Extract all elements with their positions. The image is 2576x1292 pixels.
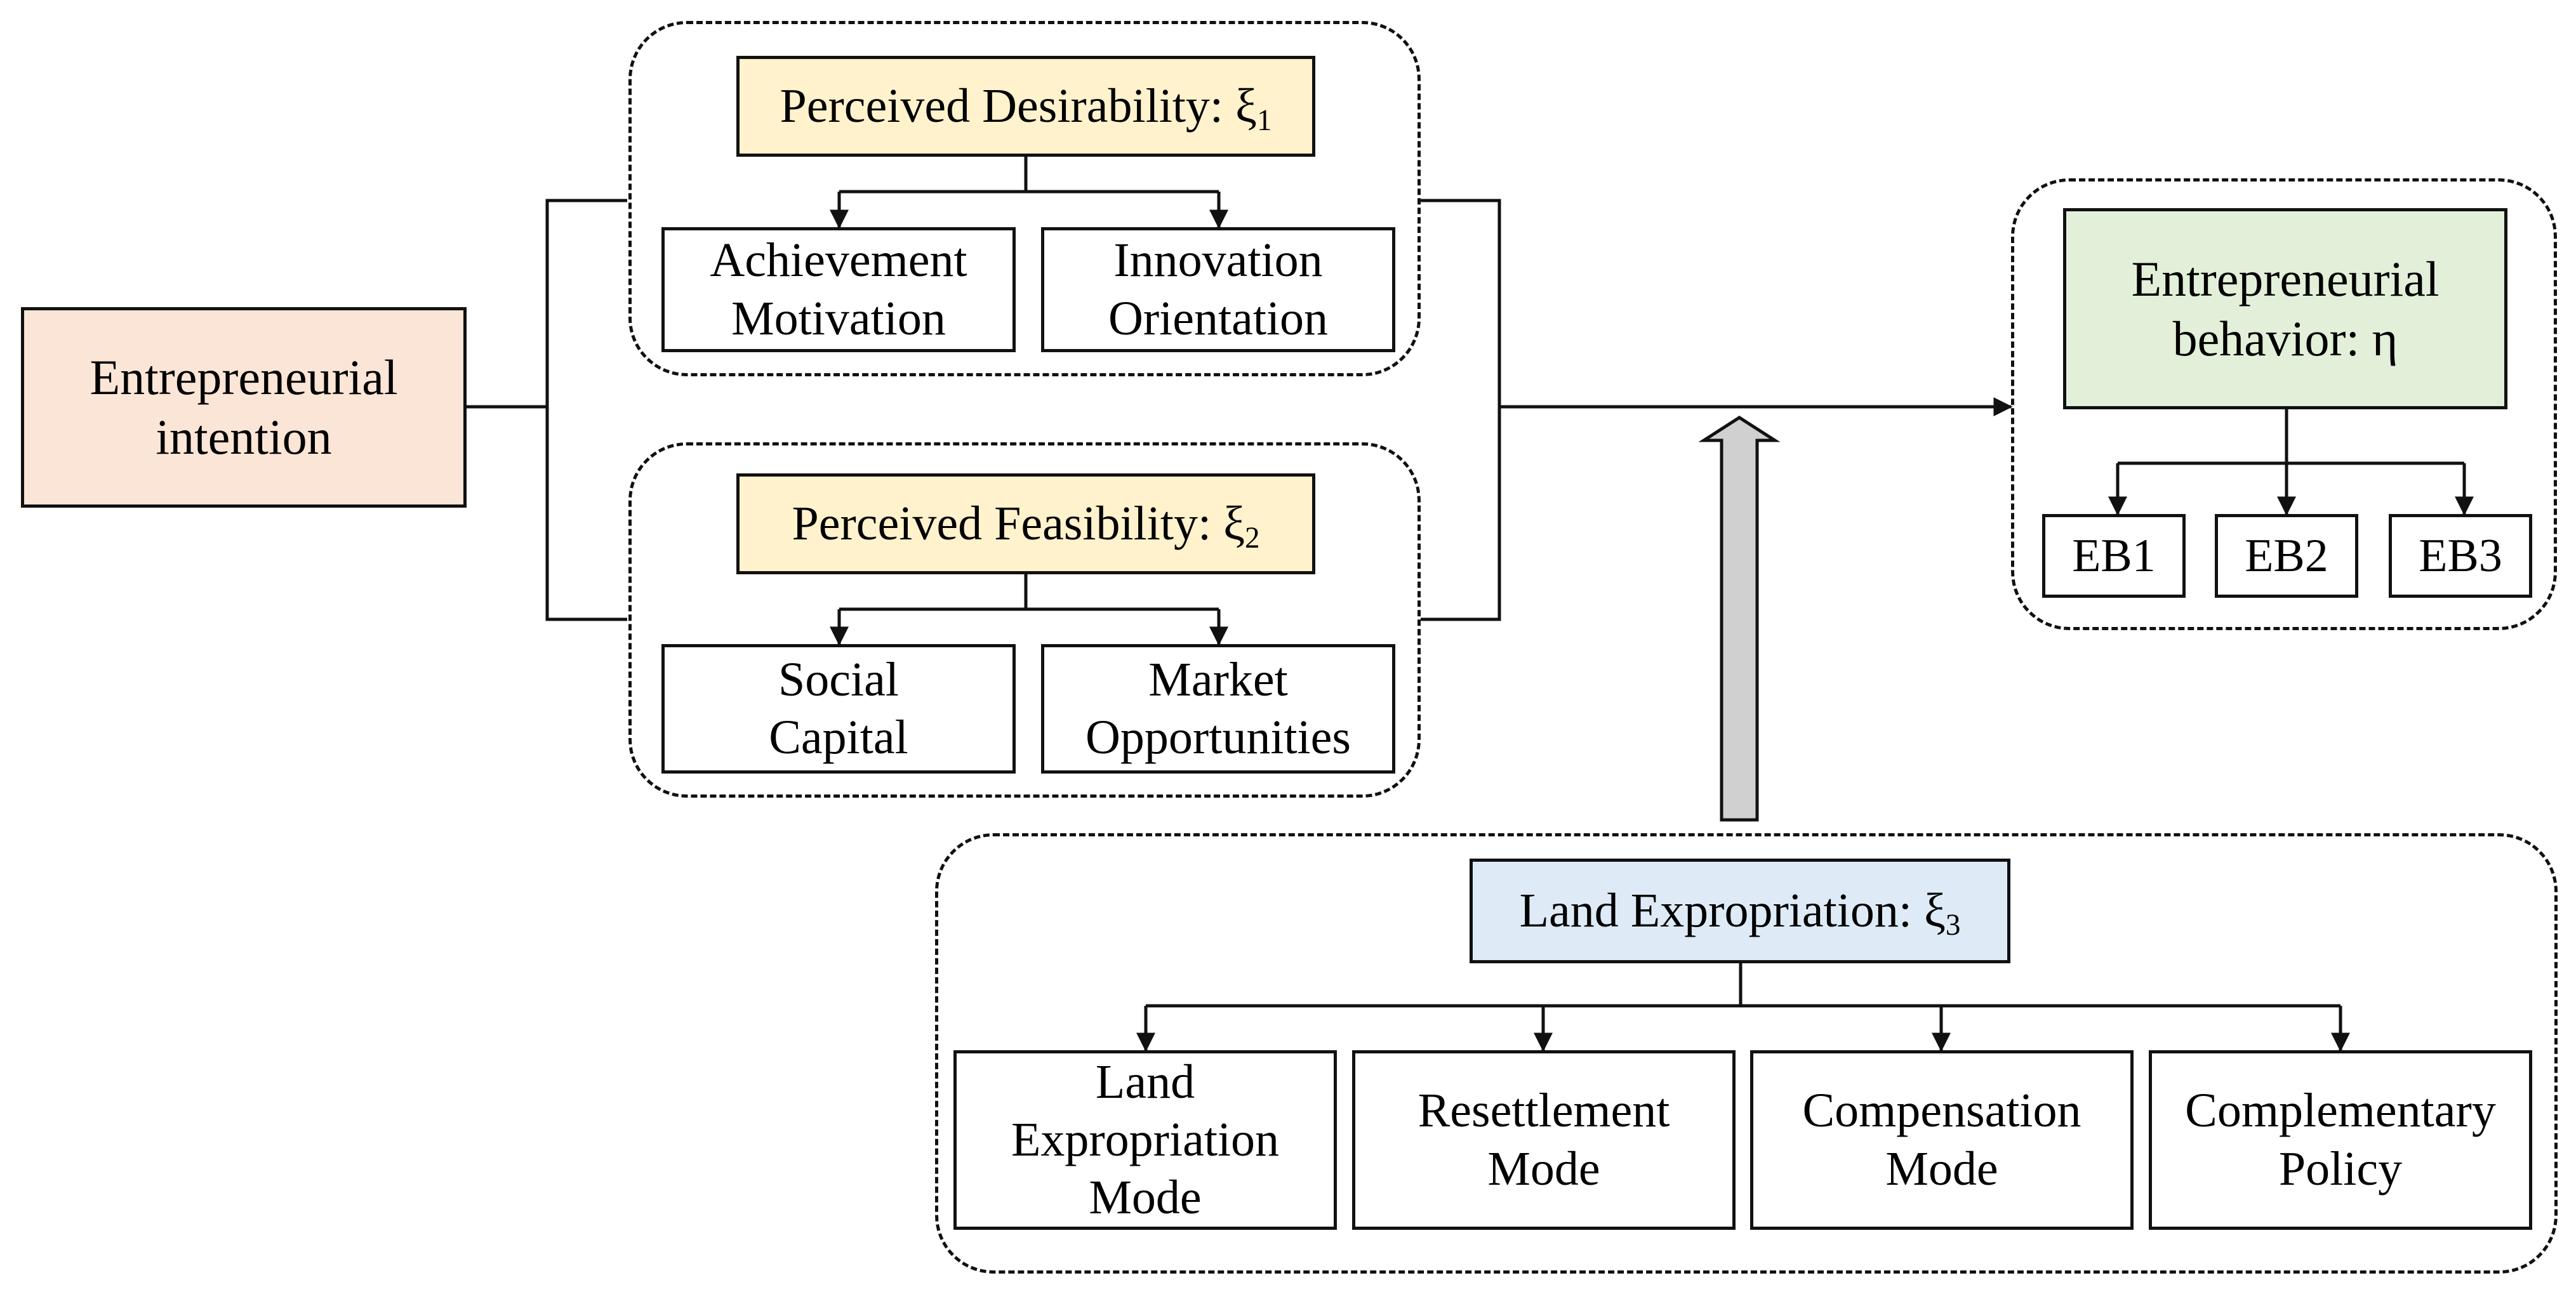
feasibility-label-wrap: Perceived Feasibility: ξ2 xyxy=(792,495,1259,553)
complementary-policy-label: Complementary Policy xyxy=(2185,1084,2496,1196)
land-expropriation-label: Land Expropriation: ξ xyxy=(1519,883,1946,937)
land-expropriation-mode-label: Land Expropriation Mode xyxy=(1011,1055,1280,1225)
eb2-label: EB2 xyxy=(2245,529,2328,582)
resettlement-mode-box: Resettlement Mode xyxy=(1352,1050,1736,1230)
market-opportunities-box: Market Opportunities xyxy=(1041,644,1395,774)
feasibility-group xyxy=(628,442,1421,798)
eb2-box: EB2 xyxy=(2215,514,2358,598)
land-label-wrap: Land Expropriation: ξ3 xyxy=(1520,882,1961,940)
desirability-group xyxy=(628,21,1421,376)
merge-fork-line xyxy=(1421,199,1501,621)
compensation-mode-label: Compensation Mode xyxy=(1802,1084,2081,1196)
social-capital-label: Social Capital xyxy=(769,652,908,764)
intention-fork-line xyxy=(545,199,627,621)
eb1-label: EB1 xyxy=(2072,529,2156,582)
land-expropriation-subscript: 3 xyxy=(1945,909,1961,942)
feasibility-subscript: 2 xyxy=(1244,522,1260,555)
desirability-label: Perceived Desirability: ξ xyxy=(780,79,1257,133)
land-group xyxy=(935,833,2558,1274)
social-capital-box: Social Capital xyxy=(661,644,1016,774)
land-expropriation-mode-box: Land Expropriation Mode xyxy=(953,1050,1337,1230)
achievement-motivation-label: Achievement Motivation xyxy=(710,234,967,345)
innovation-orientation-box: Innovation Orientation xyxy=(1041,227,1395,352)
desirability-box: Perceived Desirability: ξ1 xyxy=(736,56,1315,157)
compensation-mode-box: Compensation Mode xyxy=(1750,1050,2134,1230)
land-expropriation-box: Land Expropriation: ξ3 xyxy=(1470,859,2010,963)
intention-label: Entrepreneurial intention xyxy=(90,350,398,465)
desirability-subscript: 1 xyxy=(1256,104,1272,138)
behavior-label: Entrepreneurial behavior: η xyxy=(2131,251,2440,366)
resettlement-mode-label: Resettlement Mode xyxy=(1417,1084,1670,1196)
eb1-box: EB1 xyxy=(2042,514,2186,598)
eb3-label: EB3 xyxy=(2419,529,2502,582)
desirability-label-wrap: Perceived Desirability: ξ1 xyxy=(780,77,1272,138)
behavior-box: Entrepreneurial behavior: η xyxy=(2063,208,2507,409)
achievement-motivation-box: Achievement Motivation xyxy=(661,227,1016,352)
feasibility-label: Perceived Feasibility: ξ xyxy=(792,496,1245,550)
intention-box: Entrepreneurial intention xyxy=(21,307,467,508)
eb3-box: EB3 xyxy=(2389,514,2532,598)
market-opportunities-label: Market Opportunities xyxy=(1086,652,1351,764)
innovation-orientation-label: Innovation Orientation xyxy=(1108,234,1329,345)
behavior-group xyxy=(2011,178,2557,630)
feasibility-box: Perceived Feasibility: ξ2 xyxy=(736,473,1315,574)
complementary-policy-box: Complementary Policy xyxy=(2149,1050,2532,1230)
moderating-arrow xyxy=(1698,416,1781,822)
